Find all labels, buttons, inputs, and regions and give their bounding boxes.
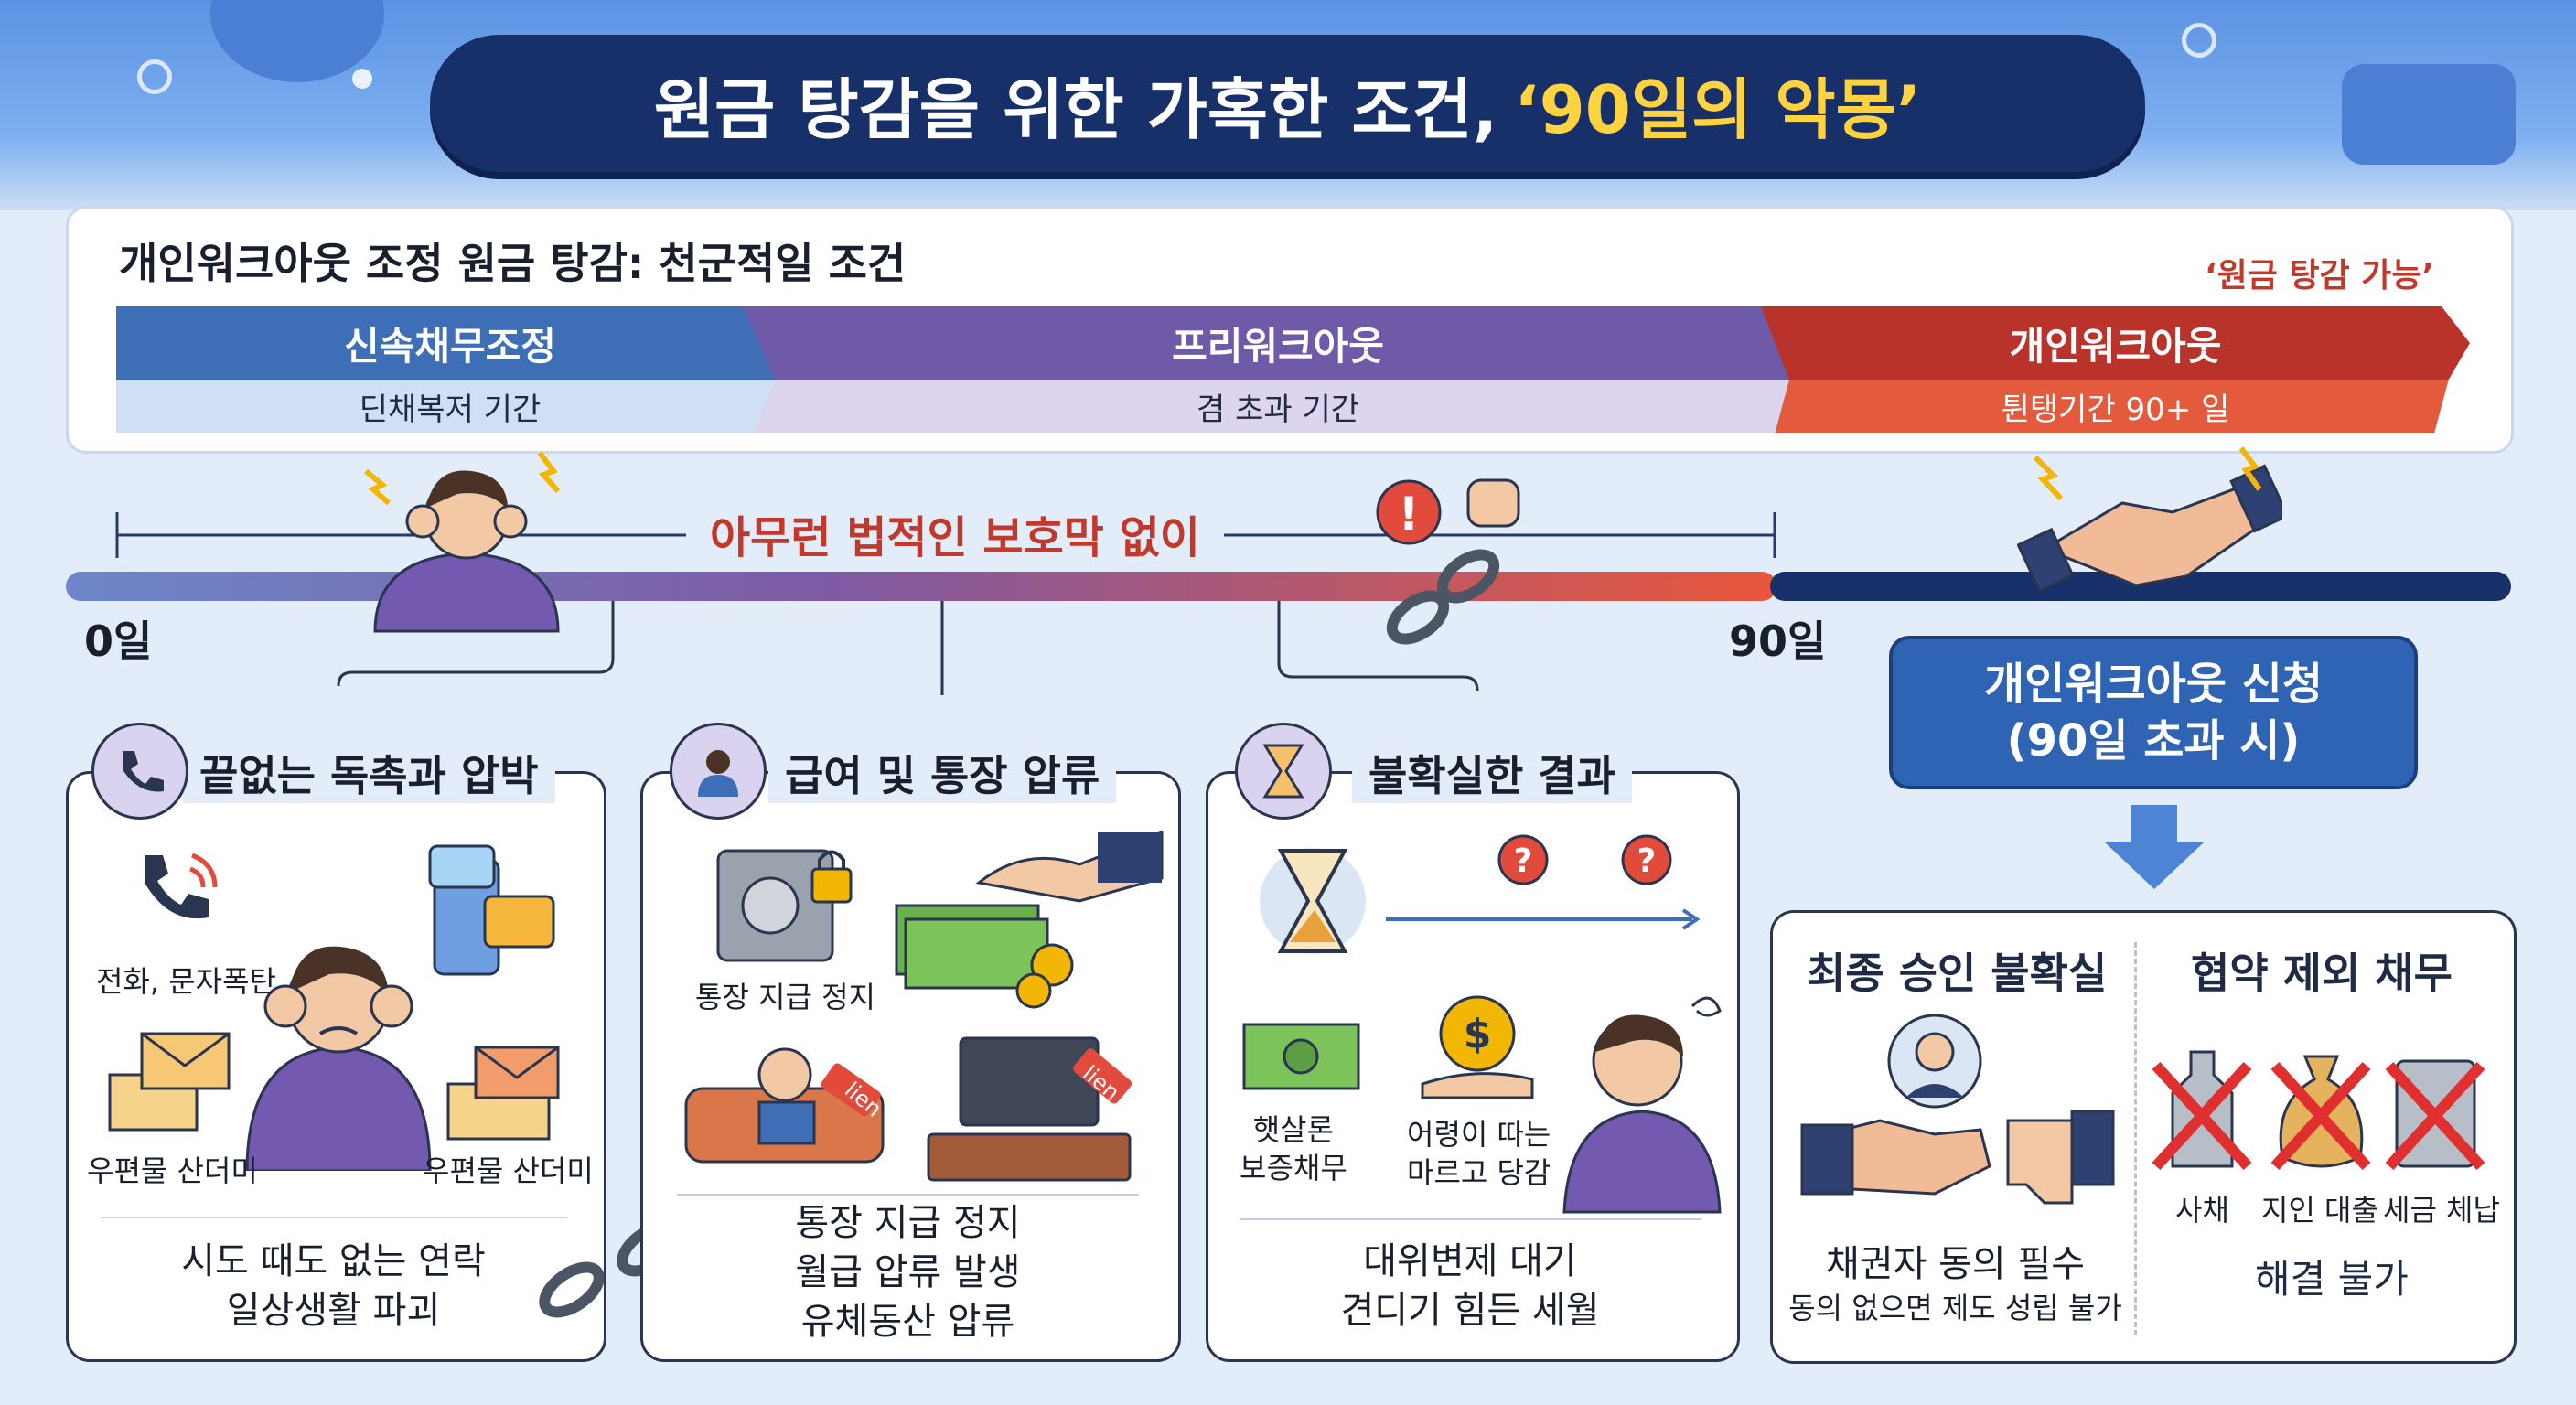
page-title: 원금 탕감을 위한 가혹한 조건, ‘90일의 악몽’ (430, 35, 2145, 172)
caption: 전화, 문자폭탄 (96, 964, 276, 999)
svg-text:!: ! (1399, 488, 1420, 541)
stage-period: 딘채복저 기간 (116, 380, 784, 433)
divider (1240, 1218, 1701, 1220)
card-title: 불확실한 결과 (1352, 743, 1632, 803)
caption: 사채 (2175, 1193, 2229, 1228)
caption-line: 마르고 당감 (1407, 1154, 1551, 1190)
caption: 세금 체납 (2383, 1193, 2500, 1228)
apply-line1: 개인워크아웃 신청 (1984, 658, 2323, 710)
summary-line: 대위변제 대기 (1363, 1240, 1577, 1282)
stage-heading: 개인워크아웃 조정 원금 탕감: 천군적일 조건 (119, 239, 907, 288)
decor-block (2342, 64, 2516, 165)
svg-text:?: ? (1637, 842, 1657, 880)
card-title: 급여 및 통장 압류 (768, 743, 1117, 803)
caption: 지인 대출 (2261, 1193, 2378, 1228)
stage-name: 개인워크아웃 (1761, 306, 2470, 380)
card-summary: 통장 지급 정지 월급 압류 발생 유체동산 압류 (640, 1198, 1175, 1346)
apply-line2: (90일 초과 시) (2006, 715, 2301, 767)
safe-lock-icon (716, 849, 853, 962)
summary-line: 유체동산 압류 (800, 1301, 1015, 1343)
envelope-stack-icon (108, 1032, 231, 1132)
caption: 햇살론 보증채무 (1240, 1111, 1347, 1187)
summary-line: 시도 때도 없는 연락 (181, 1240, 486, 1282)
timeline-end-label: 90일 (1729, 617, 1827, 666)
hourglass-icon (1235, 723, 1332, 820)
summary-line: 일상생활 파괴 (226, 1290, 441, 1332)
caption-line: 보증채무 (1240, 1150, 1347, 1185)
summary-line: 월급 압류 발생 (795, 1251, 1021, 1293)
card-summary: 대위변제 대기 견디기 힘든 세월 (1206, 1237, 1734, 1335)
final-left-title: 최종 승인 불확실 (1807, 949, 2108, 998)
stage-rapid-adjustment: 신속채무조정 딘채복저 기간 (116, 306, 784, 433)
private-loan-icon (2152, 1050, 2252, 1171)
stage-period: 튄탱기간 90+ 일 (1775, 380, 2449, 433)
worried-person-illustration (1562, 996, 1722, 1214)
stage-period: 겸 초과 기간 (753, 380, 1813, 433)
svg-text:$: $ (1464, 1011, 1492, 1057)
card-title: 끝없는 독촉과 압박 (183, 743, 555, 803)
no-protection-label: 아무런 법적인 보호막 없이 (686, 501, 1224, 565)
cash-icon (1242, 1023, 1360, 1090)
stage-name: 프리워크아웃 (743, 306, 1813, 380)
connector-line (1277, 601, 1479, 692)
envelope-stack-icon (446, 1046, 560, 1141)
person-icon (670, 723, 767, 820)
down-arrow-icon (2104, 805, 2205, 889)
stage-note: ‘원금 탕감 가능’ (2205, 257, 2435, 295)
phone-call-icon (145, 853, 218, 919)
summary-line: 채권자 동의 필수 (1825, 1243, 2086, 1285)
money-bag-icon (2270, 1055, 2371, 1171)
caption-line: 어령이 따는 (1407, 1117, 1551, 1152)
decor-circle (352, 69, 372, 89)
hourglass-icon (1260, 848, 1366, 954)
final-right-summary: 해결 불가 (2255, 1257, 2409, 1302)
svg-text:?: ? (1514, 842, 1533, 880)
divider (677, 1194, 1139, 1196)
stressed-person-illustration (364, 451, 561, 633)
smartphone-message-icon (428, 844, 555, 976)
final-left-summary: 채권자 동의 필수 동의 없으면 제도 성립 불가 (1779, 1239, 2131, 1328)
uncertain-path-icon: ? ? (1386, 834, 1701, 930)
caption: 우편물 산더미 (87, 1153, 258, 1188)
stage-pre-workout: 프리워크아웃 겸 초과 기간 (743, 306, 1813, 433)
caption: 어령이 따는 마르고 당감 (1407, 1116, 1551, 1192)
summary-line: 동의 없으면 제도 성립 불가 (1788, 1291, 2122, 1325)
caption-line: 햇살론 (1252, 1112, 1335, 1147)
tax-calculator-icon (2385, 1059, 2485, 1171)
apply-personal-workout-button[interactable]: 개인워크아웃 신청 (90일 초과 시) (1889, 636, 2418, 789)
title-highlight: ‘90일의 악몽’ (1514, 70, 1922, 148)
phone-icon (91, 723, 188, 820)
coin-hand-icon: $ (1421, 995, 1534, 1099)
summary-line: 견디기 힘든 세월 (1340, 1290, 1600, 1332)
summary-line: 통장 지급 정지 (795, 1202, 1021, 1244)
stressed-person-illustration (245, 946, 432, 1171)
timeline-start-label: 0일 (84, 617, 153, 666)
final-right-title: 협약 제외 채무 (2191, 949, 2453, 998)
broken-chain-illustration: ! (1376, 478, 1520, 645)
title-main: 원금 탕감을 위한 가혹한 조건, (653, 70, 1498, 148)
tv-lien-icon (927, 1036, 1132, 1182)
caption: 통장 지급 정지 (695, 980, 875, 1014)
stage-name: 신속채무조정 (116, 306, 784, 380)
handshake-illustration (2017, 446, 2282, 593)
final-condition-card (1770, 910, 2517, 1364)
couch-person-icon (684, 1047, 885, 1164)
divider (101, 1217, 567, 1218)
stage-personal-workout: 개인워크아웃 튄탱기간 90+ 일 (1761, 306, 2470, 433)
card-summary: 시도 때도 없는 연락 일상생활 파괴 (66, 1237, 601, 1335)
decor-circle (2182, 23, 2216, 58)
connector-line (337, 601, 615, 687)
money-hand-icon (895, 830, 1164, 1009)
timeline-bar-safe (1770, 572, 2511, 601)
handshake-reject-illustration (1800, 1014, 2115, 1205)
decor-circle (137, 59, 172, 94)
final-divider (2134, 942, 2137, 1335)
caption: 우편물 산더미 (423, 1153, 594, 1188)
